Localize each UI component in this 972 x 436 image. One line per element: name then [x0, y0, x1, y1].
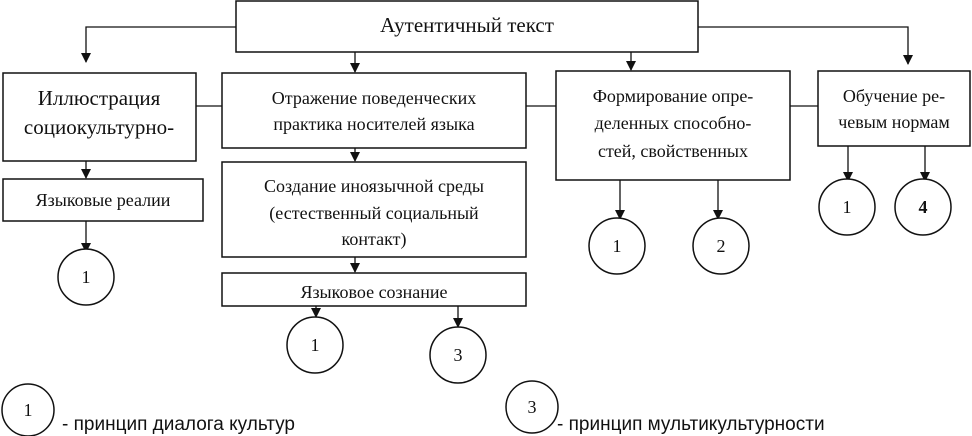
circle-consciousness-1-label: 1	[311, 335, 320, 355]
circle-realia-1	[57, 248, 115, 306]
formation-line-1: Формирование опре-	[593, 86, 754, 106]
teaching-line-2: чевым нормам	[838, 112, 950, 132]
connectors	[81, 26, 930, 328]
box-consciousness	[221, 272, 527, 307]
circle-formation-2-label: 2	[717, 236, 726, 256]
box-illustration	[2, 72, 197, 162]
circle-teaching-4-label: 4	[919, 197, 928, 217]
legend-circle-1	[1, 383, 55, 436]
circle-formation-1	[588, 217, 646, 275]
env-line-3: контакт)	[342, 229, 407, 250]
legend-text-1: - принцип диалога культур	[62, 414, 295, 435]
circle-formation-2	[692, 217, 750, 275]
legend-circle-3	[505, 380, 559, 434]
top-box-text: Аутентичный текст	[380, 13, 554, 37]
arrow-top-to-illustration	[81, 26, 236, 63]
box-env	[221, 161, 527, 258]
reflection-line-2: практика носителей языка	[273, 114, 474, 134]
formation-line-3: стей, свойственных	[598, 141, 748, 161]
reflection-line-1: Отражение поведенческих	[272, 88, 476, 108]
circle-teaching-1-label: 1	[843, 197, 852, 217]
circle-consciousness-3	[429, 326, 487, 384]
consciousness-text: Языковое сознание	[300, 282, 447, 302]
illustration-line-1: Иллюстрация	[38, 86, 161, 110]
teaching-line-1: Обучение ре-	[843, 86, 945, 106]
arrow-top-to-teaching	[698, 26, 913, 65]
box-reflection	[221, 72, 527, 149]
legend-number-1: 1	[24, 400, 33, 420]
circle-consciousness-3-label: 3	[454, 345, 463, 365]
legend-text-3: - принцип мультикультурности	[557, 414, 825, 435]
env-line-2: (естественный социальный	[269, 203, 479, 224]
circle-formation-1-label: 1	[613, 236, 622, 256]
box-top	[235, 0, 699, 53]
circle-teaching-1	[818, 178, 876, 236]
circle-consciousness-1	[286, 316, 344, 374]
illustration-line-2: социокультурно-	[24, 115, 174, 139]
box-lang-realia	[2, 178, 204, 222]
box-teaching	[817, 70, 971, 147]
formation-line-2: деленных способно-	[595, 113, 752, 133]
circle-teaching-4	[894, 178, 952, 236]
legend-number-3: 3	[528, 397, 537, 417]
box-formation	[555, 70, 791, 181]
lang-realia-text: Языковые реалии	[36, 190, 171, 210]
env-line-1: Создание иноязычной среды	[264, 176, 484, 196]
circle-realia-1-label: 1	[82, 267, 91, 287]
